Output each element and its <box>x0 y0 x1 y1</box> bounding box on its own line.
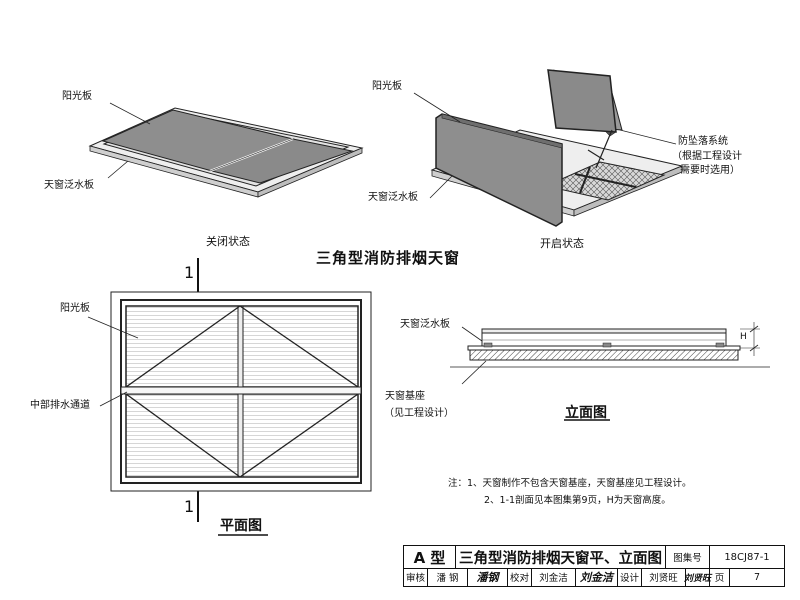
elevation-view-drawing <box>450 322 770 385</box>
open-flashing-label: 天窗泛水板 <box>368 192 418 203</box>
closed-panel-label: 阳光板 <box>62 91 92 102</box>
elevation-view-title: 立面图 <box>565 405 607 421</box>
base-label: 天窗基座 <box>385 391 425 402</box>
review-label: 审核 <box>404 568 428 586</box>
page-label: 页 <box>710 568 730 586</box>
open-state-caption: 开启状态 <box>540 237 584 250</box>
page-number: 7 <box>753 571 761 583</box>
drawing-title: 三角型消防排烟天窗平、立面图 <box>456 546 666 568</box>
type-label: A 型 <box>404 546 456 568</box>
check-label: 校对 <box>508 568 532 586</box>
designer-signature: 刘贤旺 <box>684 568 711 586</box>
open-panel-label: 阳光板 <box>372 81 402 92</box>
closed-state-caption: 关闭状态 <box>206 235 250 248</box>
main-title: 三角型消防排烟天窗 <box>316 249 461 267</box>
fall-protection-note-2: 需要时选用） <box>680 165 740 176</box>
plan-view-title: 平面图 <box>220 518 262 534</box>
reviewer-signature: 潘钢 <box>468 568 508 586</box>
fall-protection-label: 防坠落系统 <box>678 136 728 147</box>
closed-flashing-label: 天窗泛水板 <box>44 180 94 191</box>
title-block: A 型 三角型消防排烟天窗平、立面图 图集号 18CJ87-1 审核 潘 钢 潘… <box>403 545 785 587</box>
fall-protection-note-1: （根据工程设计 <box>672 151 742 162</box>
atlas-number: 18CJ87-1 <box>724 551 770 563</box>
drain-channel-label: 中部排水通道 <box>30 400 90 411</box>
section-mark-bottom: 1 <box>184 497 195 516</box>
section-mark-top: 1 <box>184 263 195 282</box>
plan-panel-label: 阳光板 <box>60 303 90 314</box>
elevation-flashing-label: 天窗泛水板 <box>400 319 450 330</box>
checker-name: 刘金洁 <box>532 568 576 586</box>
height-symbol: H <box>740 332 747 342</box>
note-line-2: 2、1-1剖面见本图集第9页，H为天窗高度。 <box>484 495 671 506</box>
open-skylight-drawing <box>413 69 684 227</box>
note-line-1: 注：1、天窗制作不包含天窗基座，天窗基座见工程设计。 <box>448 478 692 489</box>
plan-view-drawing <box>87 258 372 522</box>
reviewer-name: 潘 钢 <box>428 568 468 586</box>
atlas-label: 图集号 <box>666 546 710 568</box>
base-note: （见工程设计） <box>384 408 454 419</box>
design-label: 设计 <box>618 568 642 586</box>
designer-name: 刘贤旺 <box>642 568 686 586</box>
closed-skylight-drawing <box>88 102 364 198</box>
checker-signature: 刘金洁 <box>576 568 618 586</box>
